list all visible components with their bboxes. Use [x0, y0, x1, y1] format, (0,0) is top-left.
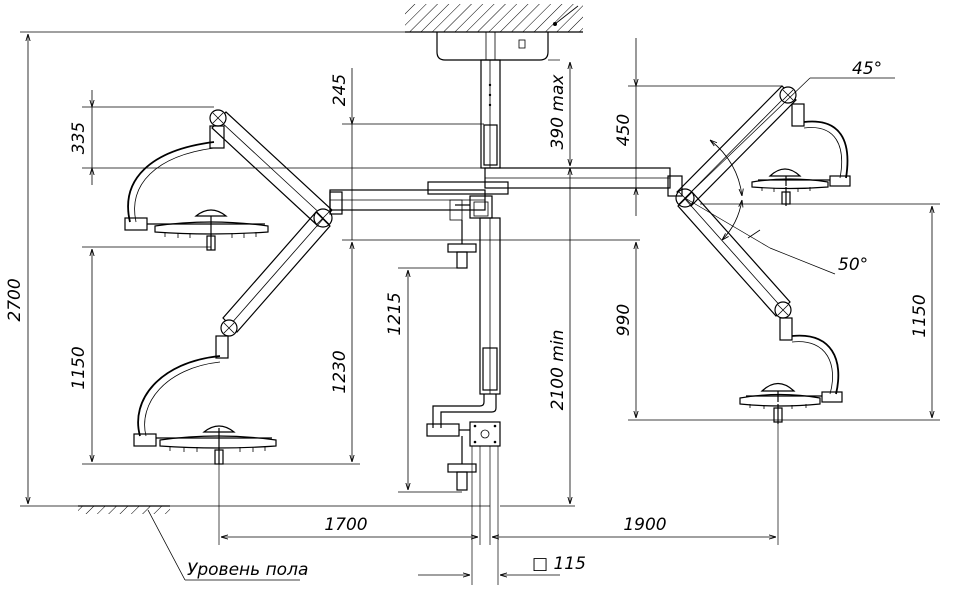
left-upper-arm: [209, 109, 333, 228]
dim-right-450: 450: [614, 114, 634, 146]
center-handle-lower: [447, 436, 477, 491]
angle-50: 50°: [838, 255, 868, 275]
center-handle-upper: [447, 220, 477, 269]
dim-total-height: 2700: [5, 278, 25, 321]
central-drop-arm: [426, 217, 501, 447]
floor: Уровень пола: [78, 505, 308, 581]
left-lower-lamp: [133, 355, 277, 465]
ceiling: [405, 4, 583, 33]
dim-square: □ 115: [532, 554, 586, 574]
angle-45: 45°: [852, 59, 882, 79]
dim-center-drop: 1215: [385, 292, 405, 335]
dim-left-drop: 1150: [69, 346, 89, 389]
left-arm-joint-block: [209, 125, 343, 359]
dim-right-span: 1900: [623, 515, 666, 535]
left-upper-lamp: [124, 141, 269, 251]
horizontal-arm: [329, 167, 671, 221]
floor-level-label: Уровень пола: [187, 560, 308, 580]
dim-right-990: 990: [614, 304, 634, 336]
left-lower-arm: [220, 211, 331, 337]
right-arm-joint-block: [779, 103, 805, 341]
dimension-lines: [28, 34, 932, 575]
right-upper-lamp: [751, 120, 851, 206]
dim-left-span: 1700: [324, 515, 367, 535]
dim-right-1150: 1150: [910, 294, 930, 337]
dim-min-2100: 2100 min: [548, 330, 568, 411]
dimension-labels: 2700 335 1150 1230 245 1215 390 max 2100…: [5, 59, 930, 574]
dim-max-390: 390 max: [548, 74, 568, 150]
dim-top-offset: 335: [69, 122, 89, 154]
right-lower-lamp: [739, 334, 843, 424]
ceiling-mount: [436, 32, 549, 61]
dim-ceiling-245: 245: [330, 74, 350, 106]
right-lower-arm: [677, 191, 792, 319]
dim-center-lower: 1230: [330, 350, 350, 393]
central-column: [480, 59, 501, 169]
